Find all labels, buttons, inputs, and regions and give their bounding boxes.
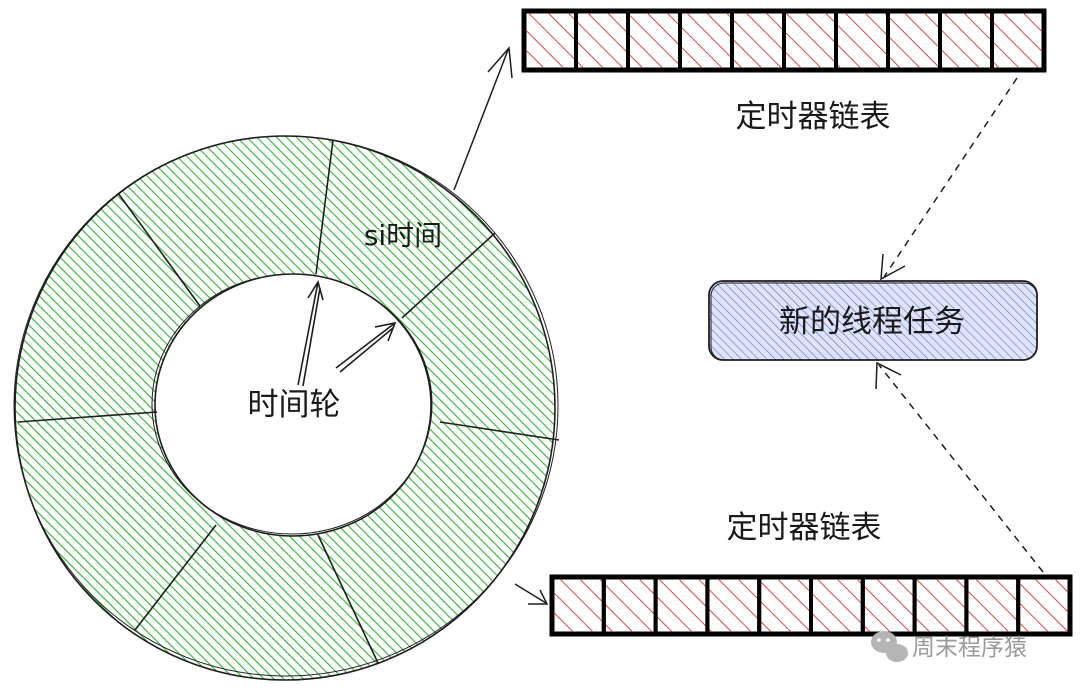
time-wheel: 时间轮 si时间 (13, 135, 560, 681)
timer-list-cell (730, 9, 786, 72)
timer-list-cell (809, 575, 865, 636)
bottom-list-to-task-arrowhead (875, 361, 902, 390)
task-label: 新的线程任务 (779, 304, 965, 340)
watermark-text: 周末程序猿 (912, 635, 1027, 661)
timer-list-cell (522, 9, 578, 72)
timer-list-cell (705, 575, 762, 636)
timer-list-cell (782, 9, 838, 72)
slot-divider (134, 524, 217, 631)
bottom-list-to-task-dashed-arrow (878, 364, 1044, 573)
timer-list-bottom: 定时器链表 (549, 510, 1073, 637)
timer-list-cell (678, 9, 734, 72)
slot-divider (401, 232, 496, 319)
wheel-inner-outline (151, 273, 433, 535)
wheel-label: 时间轮 (248, 387, 341, 423)
task-box: 新的线程任务 (708, 280, 1038, 361)
timer-list-cell (990, 9, 1046, 72)
slot-divider (315, 139, 334, 275)
slot-divider (317, 534, 379, 664)
wheel-to-bottom-list-arrow (514, 583, 547, 604)
timer-list-cell (964, 575, 1021, 636)
timer-list-cell (574, 9, 630, 72)
wechat-icon (871, 631, 908, 662)
slot-label: si时间 (364, 219, 442, 252)
timer-list-cell (886, 9, 942, 72)
task-box-outline-sketch (710, 282, 1038, 361)
timer-list-cell (626, 9, 682, 72)
timer-list-cell (1016, 575, 1073, 636)
slot-divider (17, 411, 158, 423)
timer-list-cell (757, 575, 814, 636)
timer-list-top: 定时器链表 (521, 8, 1047, 135)
timer-list-cell (601, 575, 658, 636)
watermark: 周末程序猿 (871, 631, 1027, 662)
wheel-to-top-list-arrow (453, 49, 509, 191)
wheel-to-bottom-list-arrowhead (528, 589, 549, 605)
timer-list-cell (860, 575, 917, 636)
timer-list-bottom-label: 定时器链表 (727, 510, 882, 546)
connectors (453, 46, 1044, 605)
timer-list-cell (834, 9, 890, 72)
wheel-outer-outline (13, 135, 559, 677)
pointer-arrow-up (297, 280, 324, 386)
timer-list-cell (653, 575, 710, 636)
slot-divider (117, 192, 201, 307)
top-list-to-task-dashed-arrow (883, 77, 1018, 278)
slot-divider (439, 421, 560, 441)
timer-list-cell (938, 9, 994, 72)
pointer-arrow-diag-shadow (339, 327, 394, 373)
wheel-pointers (297, 280, 397, 387)
timer-list-cell (912, 575, 969, 636)
timer-list-top-label: 定时器链表 (736, 99, 891, 135)
top-list-to-task-arrowhead (880, 253, 906, 281)
pointer-arrow-up-shadow (302, 287, 321, 387)
timer-list-cell (550, 575, 606, 636)
wheel-to-top-list-arrowhead (487, 46, 513, 79)
wheel-slot-dividers (17, 139, 560, 664)
timer-list-top-cells (522, 9, 1046, 72)
timer-list-bottom-cells (550, 575, 1073, 636)
pointer-arrow-diag (335, 321, 397, 369)
